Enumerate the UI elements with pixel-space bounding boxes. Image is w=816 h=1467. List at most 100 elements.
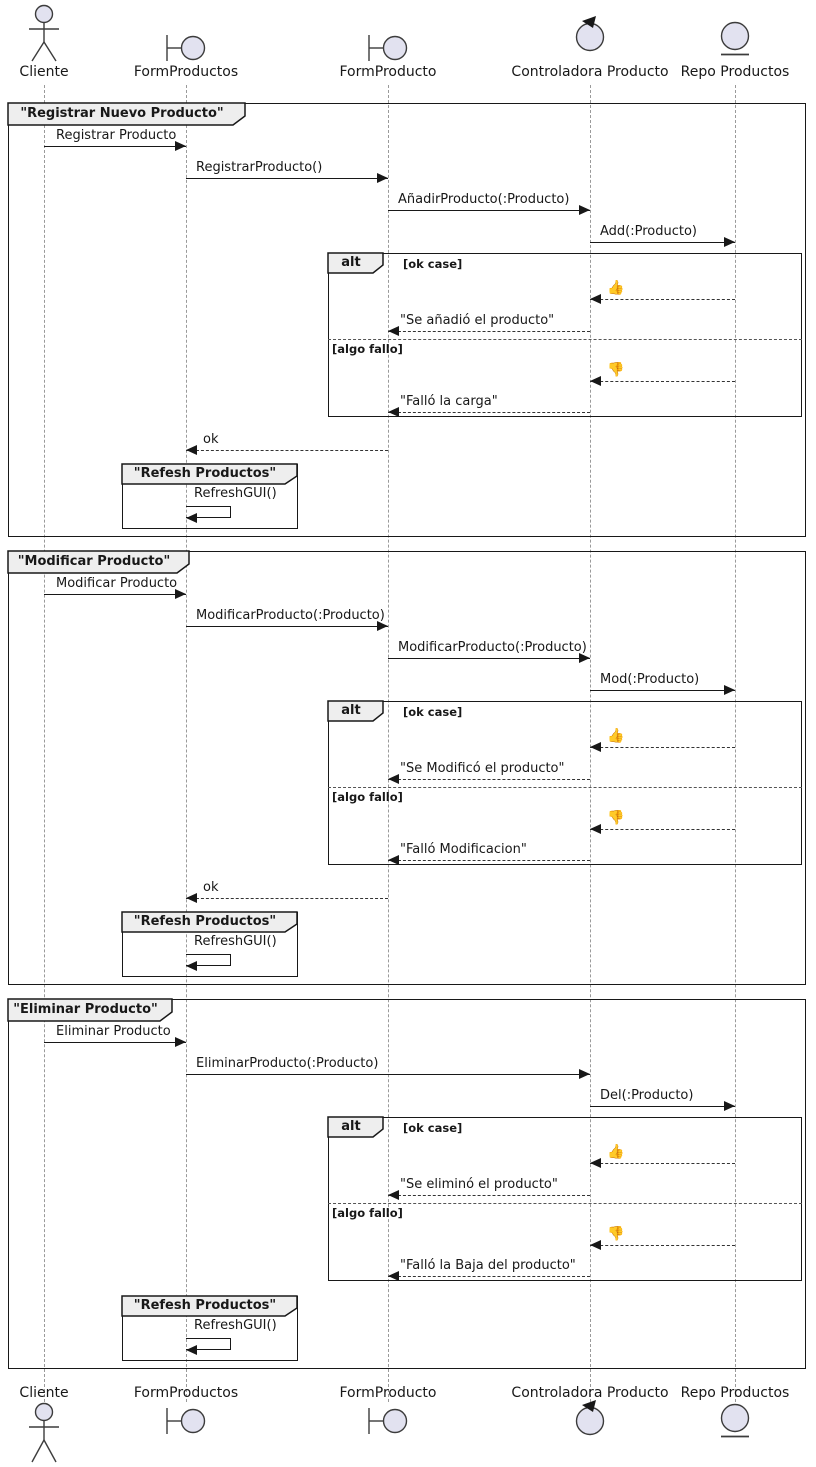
participant-label-formproductos: FormProductos (133, 1385, 239, 1401)
actor-icon (29, 1402, 59, 1463)
frame-title-tab (7, 102, 246, 126)
refresh-title-tab (121, 1295, 298, 1317)
message-line (186, 626, 388, 627)
arrowhead-right (175, 589, 186, 599)
alt-keyword: alt (341, 255, 361, 270)
frame-title: "Modificar Producto" (17, 554, 171, 569)
guard-fail: [algo fallo] (332, 342, 403, 356)
message-label: ok (203, 880, 219, 895)
entity-icon (720, 21, 750, 56)
message-label: Del(:Producto) (600, 1088, 694, 1103)
frame-title-tab (7, 550, 190, 574)
arrowhead-left (186, 513, 197, 523)
guard-ok: [ok case] (403, 1121, 463, 1135)
alt-keyword: alt (341, 703, 361, 718)
participant-label-formproducto: FormProducto (339, 1385, 437, 1401)
frame-title: "Eliminar Producto" (13, 1002, 158, 1017)
return-line (590, 1245, 735, 1246)
frame-title: "Registrar Nuevo Producto" (20, 106, 224, 121)
arrowhead-left (186, 893, 197, 903)
message-line (44, 594, 186, 595)
arrowhead-left (590, 742, 601, 752)
thumbs-up-icon: 👍 (607, 728, 625, 744)
return-line (590, 299, 735, 300)
return-line (388, 1195, 590, 1196)
self-message-arrow (186, 506, 231, 518)
guard-fail: [algo fallo] (332, 1206, 403, 1220)
return-line (186, 450, 388, 451)
arrowhead-left (186, 961, 197, 971)
message-line (590, 1106, 735, 1107)
arrowhead-right (175, 141, 186, 151)
lifeline-repo (735, 85, 736, 1402)
alt-fragment (328, 253, 802, 417)
message-label: Add(:Producto) (600, 224, 698, 239)
message-label: Modificar Producto (56, 576, 178, 591)
alt-tab (327, 1116, 384, 1138)
guard-fail: [algo fallo] (332, 790, 403, 804)
arrowhead-left (388, 326, 399, 336)
boundary-icon (166, 35, 206, 61)
arrowhead-right (377, 621, 388, 631)
lifeline-formproductos (186, 85, 187, 1402)
arrowhead-right (175, 1037, 186, 1047)
message-label: "Falló la carga" (400, 394, 498, 409)
lifeline-cliente (44, 85, 45, 1402)
message-line (590, 690, 735, 691)
alt-tab (327, 700, 384, 722)
entity-icon (720, 1403, 750, 1438)
message-label: "Se añadió el producto" (400, 313, 555, 328)
participant-label-formproductos: FormProductos (133, 64, 239, 80)
participant-label-formproducto: FormProducto (339, 64, 437, 80)
thumbs-up-icon: 👍 (607, 280, 625, 296)
arrowhead-left (388, 855, 399, 865)
message-line (388, 658, 590, 659)
arrowhead-left (388, 1190, 399, 1200)
alt-keyword: alt (341, 1119, 361, 1134)
frame-modificar-producto (8, 551, 806, 985)
guard-ok: [ok case] (403, 705, 463, 719)
self-message-arrow (186, 1338, 231, 1350)
arrowhead-right (579, 1069, 590, 1079)
arrowhead-left (590, 1158, 601, 1168)
boundary-icon (166, 1408, 206, 1434)
alt-divider (328, 1203, 802, 1204)
message-label: "Falló Modificacion" (400, 842, 527, 857)
alt-fragment (328, 1117, 802, 1281)
return-line (388, 331, 590, 332)
arrowhead-right (724, 685, 735, 695)
arrowhead-left (590, 376, 601, 386)
message-line (388, 210, 590, 211)
arrowhead-right (579, 205, 590, 215)
arrowhead-left (388, 407, 399, 417)
refresh-title-tab (121, 463, 298, 485)
participant-label-controladora: Controladora Producto (511, 1385, 669, 1401)
message-label: "Se eliminó el producto" (400, 1177, 558, 1192)
refresh-title-tab (121, 911, 298, 933)
frame-registrar-nuevo-producto (8, 103, 806, 537)
thumbs-down-icon: 👎 (607, 810, 625, 826)
refresh-title: "Refesh Productos" (133, 914, 277, 929)
guard-ok: [ok case] (403, 257, 463, 271)
refresh-title: "Refesh Productos" (133, 466, 277, 481)
participant-label-repo: Repo Productos (680, 64, 790, 80)
return-line (388, 779, 590, 780)
participant-label-cliente: Cliente (19, 64, 69, 80)
arrowhead-right (579, 653, 590, 663)
message-line (590, 242, 735, 243)
return-line (388, 412, 590, 413)
arrowhead-left (186, 1345, 197, 1355)
control-icon (575, 1400, 605, 1436)
return-line (590, 381, 735, 382)
arrowhead-left (388, 1271, 399, 1281)
message-label: Eliminar Producto (56, 1024, 171, 1039)
participant-label-cliente: Cliente (19, 1385, 69, 1401)
refresh-title: "Refesh Productos" (133, 1298, 277, 1313)
return-line (590, 1163, 735, 1164)
alt-divider (328, 787, 802, 788)
arrowhead-left (186, 445, 197, 455)
lifeline-formproducto (388, 85, 389, 1402)
arrowhead-left (388, 774, 399, 784)
message-line (186, 1074, 590, 1075)
